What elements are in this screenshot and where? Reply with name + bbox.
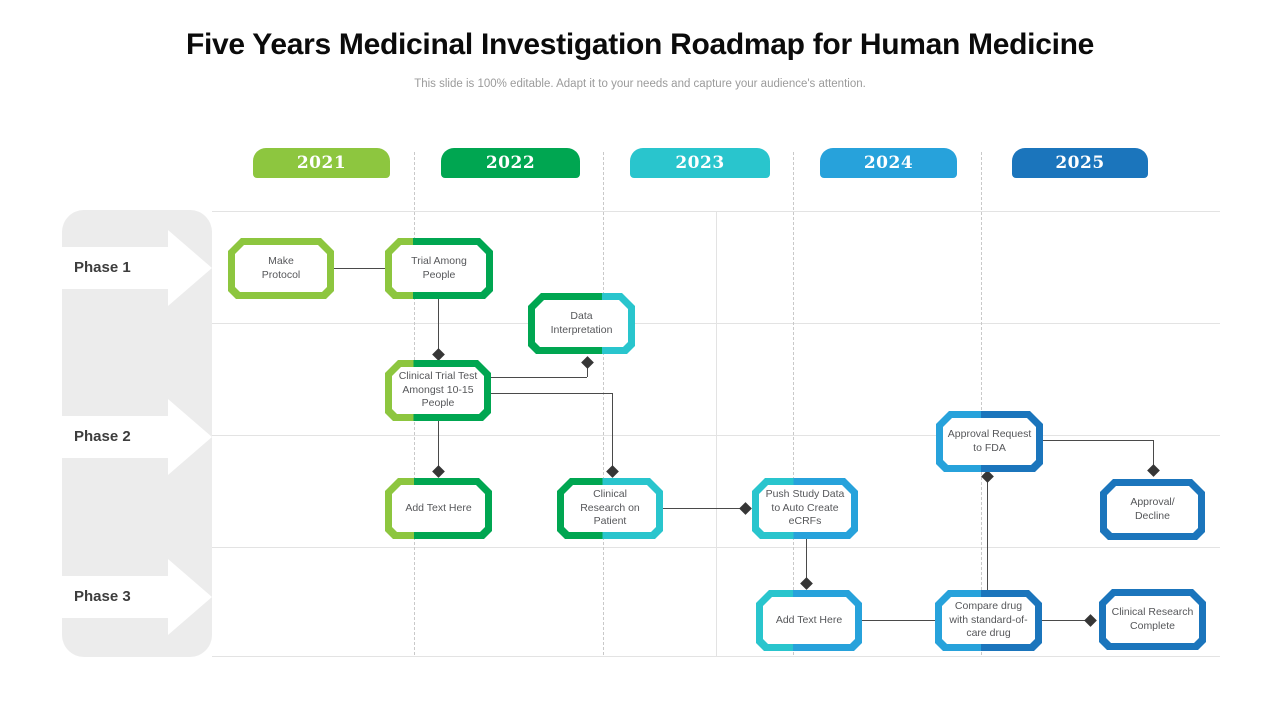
year-boundary-dashed-line: [603, 152, 604, 655]
connector-segment: [1043, 440, 1153, 441]
make-protocol-body: Make Protocol: [235, 245, 327, 292]
add-text-phase2: Add Text Here: [385, 478, 492, 539]
phase-label-2: Phase 2: [74, 428, 131, 445]
connector-arrow-diamond-icon: [1146, 463, 1160, 477]
connector-arrow-diamond-icon: [738, 501, 752, 515]
year-tab-2025: 2025: [1012, 148, 1148, 178]
add-text-phase2-body: Add Text Here: [392, 485, 485, 532]
connector-segment: [587, 365, 588, 377]
phase-arrow-head-icon: [168, 399, 212, 475]
connector-segment: [334, 268, 385, 269]
year-tab-2022: 2022: [441, 148, 580, 178]
add-text-phase3-label: Add Text Here: [775, 613, 843, 626]
year-tab-2023: 2023: [630, 148, 770, 178]
connector-segment: [663, 508, 742, 509]
year-tab-2024: 2024: [820, 148, 957, 178]
connector-segment: [491, 393, 612, 394]
year-tab-label: 2025: [1055, 153, 1105, 173]
year-tab-label: 2023: [675, 153, 725, 173]
slide-subtitle: This slide is 100% editable. Adapt it to…: [414, 78, 866, 90]
connector-arrow-diamond-icon: [431, 464, 445, 478]
add-text-phase3: Add Text Here: [756, 590, 862, 651]
compare-drug-label: Compare drug with standard-of- care drug: [949, 600, 1028, 640]
phase-arrow-band-1: [62, 247, 169, 289]
phase-label-3: Phase 3: [74, 588, 131, 605]
add-text-phase2-label: Add Text Here: [405, 501, 472, 514]
compare-drug: Compare drug with standard-of- care drug: [935, 590, 1042, 651]
make-protocol: Make Protocol: [228, 238, 334, 299]
make-protocol-label: Make Protocol: [261, 254, 301, 281]
year-boundary-dashed-line: [793, 152, 794, 655]
year-tab-label: 2021: [296, 153, 347, 173]
clinical-research-complete-label: Clinical Research Complete: [1111, 605, 1194, 632]
year-tab-2021: 2021: [253, 148, 390, 178]
slide-title: Five Years Medicinal Investigation Roadm…: [185, 28, 1095, 61]
year-boundary-dashed-line: [981, 152, 982, 655]
push-study-data-body: Push Study Data to Auto Create eCRFs: [759, 485, 851, 532]
clinical-research-patient-label: Clinical Research on Patient: [580, 488, 640, 528]
connector-segment: [987, 479, 988, 590]
trial-among-people-label: Trial Among People: [411, 254, 467, 281]
connector-arrow-diamond-icon: [1083, 613, 1097, 627]
approval-decline-label: Approval/ Decline: [1130, 495, 1175, 522]
data-interpretation-body: Data Interpretation: [535, 300, 628, 347]
approval-request-fda: Approval Request to FDA: [936, 411, 1043, 472]
connector-segment: [1042, 620, 1088, 621]
clinical-research-complete-body: Clinical Research Complete: [1106, 596, 1199, 643]
data-interpretation: Data Interpretation: [528, 293, 635, 354]
phase-label-1: Phase 1: [74, 259, 131, 276]
add-text-phase3-body: Add Text Here: [763, 597, 855, 644]
approval-decline: Approval/ Decline: [1100, 479, 1205, 540]
data-interpretation-label: Data Interpretation: [550, 309, 613, 336]
grid-mid-line: [716, 211, 717, 656]
phase-arrow-band-3: [62, 576, 169, 618]
clinical-trial-test-label: Clinical Trial Test Amongst 10-15 People: [398, 370, 478, 410]
connector-segment: [491, 377, 587, 378]
approval-request-fda-label: Approval Request to FDA: [947, 427, 1032, 454]
clinical-research-complete: Clinical Research Complete: [1099, 589, 1206, 650]
clinical-research-patient-body: Clinical Research on Patient: [564, 485, 656, 532]
year-tab-label: 2022: [485, 153, 536, 173]
connector-arrow-diamond-icon: [580, 355, 594, 369]
phase-arrow-head-icon: [168, 230, 212, 306]
trial-among-people: Trial Among People: [385, 238, 493, 299]
connector-segment: [862, 620, 935, 621]
connector-segment: [612, 393, 613, 469]
connector-segment: [806, 539, 807, 580]
approval-decline-body: Approval/ Decline: [1107, 486, 1198, 533]
trial-among-people-body: Trial Among People: [392, 245, 486, 292]
connector-segment: [1153, 440, 1154, 467]
push-study-data-label: Push Study Data to Auto Create eCRFs: [765, 488, 845, 528]
connector-arrow-diamond-icon: [605, 464, 619, 478]
clinical-research-patient: Clinical Research on Patient: [557, 478, 663, 539]
connector-arrow-diamond-icon: [799, 576, 813, 590]
push-study-data: Push Study Data to Auto Create eCRFs: [752, 478, 858, 539]
clinical-trial-test-body: Clinical Trial Test Amongst 10-15 People: [392, 367, 484, 414]
clinical-trial-test: Clinical Trial Test Amongst 10-15 People: [385, 360, 491, 421]
phase-arrow-band-2: [62, 416, 169, 458]
compare-drug-body: Compare drug with standard-of- care drug: [942, 597, 1035, 644]
year-tab-label: 2024: [863, 153, 914, 173]
connector-segment: [438, 421, 439, 469]
phase-arrow-head-icon: [168, 559, 212, 635]
connector-arrow-diamond-icon: [431, 347, 445, 361]
grid-row-line: [212, 656, 1220, 657]
connector-segment: [438, 299, 439, 351]
approval-request-fda-body: Approval Request to FDA: [943, 418, 1036, 465]
